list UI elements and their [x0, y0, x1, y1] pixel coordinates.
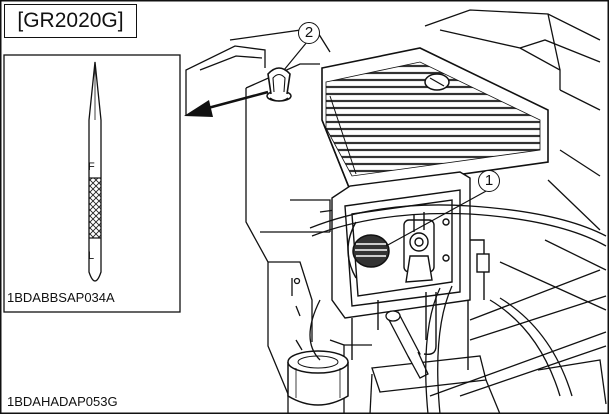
- air-cleaner-cover: [321, 47, 549, 191]
- callout-1-leader: [385, 189, 489, 247]
- figure-code: 1BDAHADAP053G: [7, 394, 118, 409]
- callout-2-dipstick: 2: [298, 22, 320, 44]
- model-tag: [GR2020G]: [4, 4, 137, 38]
- dipstick-hatched-level-zone: [88, 177, 102, 239]
- oil-filler-cap: [352, 234, 390, 268]
- oil-filter: [287, 350, 349, 406]
- dipstick-upper-mark: F: [88, 161, 95, 173]
- callout-1-oil-filler-cap: 1: [478, 170, 500, 192]
- inset-figure-code: 1BDABBSAP034A: [7, 290, 115, 305]
- callout-2-leader: [283, 41, 308, 71]
- dipstick-drawing: [88, 61, 102, 282]
- engine-block: [331, 171, 490, 370]
- arrow-to-inset: [184, 90, 269, 117]
- drain-plug-tool: [385, 310, 429, 379]
- dipstick-handle: [266, 67, 292, 102]
- engine-body: [185, 9, 607, 414]
- dipstick-lower-mark: L: [88, 250, 95, 262]
- hoses: [309, 204, 607, 414]
